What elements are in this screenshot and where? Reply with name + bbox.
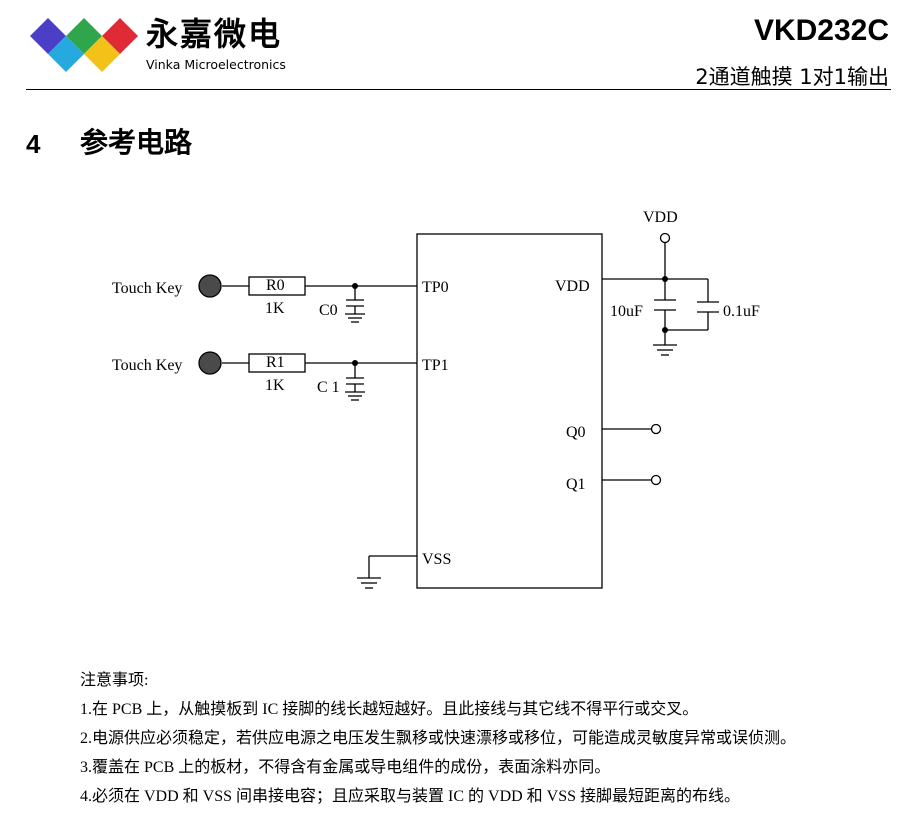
notes-section: 注意事项: 1.在 PCB 上，从触摸板到 IC 接脚的线长越短越好。且此接线与…: [80, 666, 915, 811]
note-item-3: 3.覆盖在 PCB 上的板材，不得含有金属或导电组件的成份，表面涂料亦同。: [80, 759, 611, 776]
section-number: 4: [26, 129, 41, 159]
vinka-logo-icon: [30, 18, 138, 72]
pin-vdd-label: VDD: [555, 278, 590, 295]
header-divider: [26, 89, 891, 90]
reference-circuit-schematic: Touch Key Touch Key R0 1K C0 R1 1K C 1 T…: [112, 209, 760, 589]
cap-10uf-label: 10uF: [610, 303, 643, 320]
notes-heading: 注意事项:: [80, 672, 149, 689]
document-subtitle: 2通道触摸 1对1输出: [695, 65, 889, 89]
r1-label: R1: [266, 354, 285, 371]
vdd-terminal: [659, 232, 671, 244]
vdd-supply-label: VDD: [643, 209, 678, 226]
r0-label: R0: [266, 277, 285, 294]
document-title: VKD232C: [753, 14, 889, 47]
pin-q1-label: Q1: [566, 476, 586, 493]
note-item-4: 4.必须在 VDD 和 VSS 间串接电容；且应采取与装置 IC 的 VDD 和…: [80, 788, 741, 805]
brand-name-cn: 永嘉微电: [146, 15, 283, 53]
note-item-2: 2.电源供应必须稳定，若供应电源之电压发生飘移或快速漂移或移位，可能造成灵敏度异…: [80, 730, 797, 747]
cap-01uf-label: 0.1uF: [723, 303, 760, 320]
touch-pad-1: [198, 351, 222, 375]
ic-body: [416, 233, 603, 589]
r1-value: 1K: [265, 377, 285, 394]
note-item-1: 1.在 PCB 上，从触摸板到 IC 接脚的线长越短越好。且此接线与其它线不得平…: [80, 701, 699, 718]
section-title: 参考电路: [80, 126, 193, 159]
q1-terminal: [650, 474, 662, 486]
touch-key-label-1: Touch Key: [112, 357, 182, 374]
q0-terminal: [650, 423, 662, 435]
pin-vss-label: VSS: [422, 551, 451, 568]
pin-tp0-label: TP0: [422, 279, 449, 296]
pin-q0-label: Q0: [566, 424, 586, 441]
touch-pad-0: [198, 274, 222, 298]
pin-tp1-label: TP1: [422, 357, 449, 374]
r0-value: 1K: [265, 300, 285, 317]
c1-label: C 1: [317, 379, 340, 396]
brand-name-en: Vinka Microelectronics: [146, 57, 286, 72]
touch-key-label-0: Touch Key: [112, 280, 182, 297]
c0-label: C0: [319, 302, 338, 319]
